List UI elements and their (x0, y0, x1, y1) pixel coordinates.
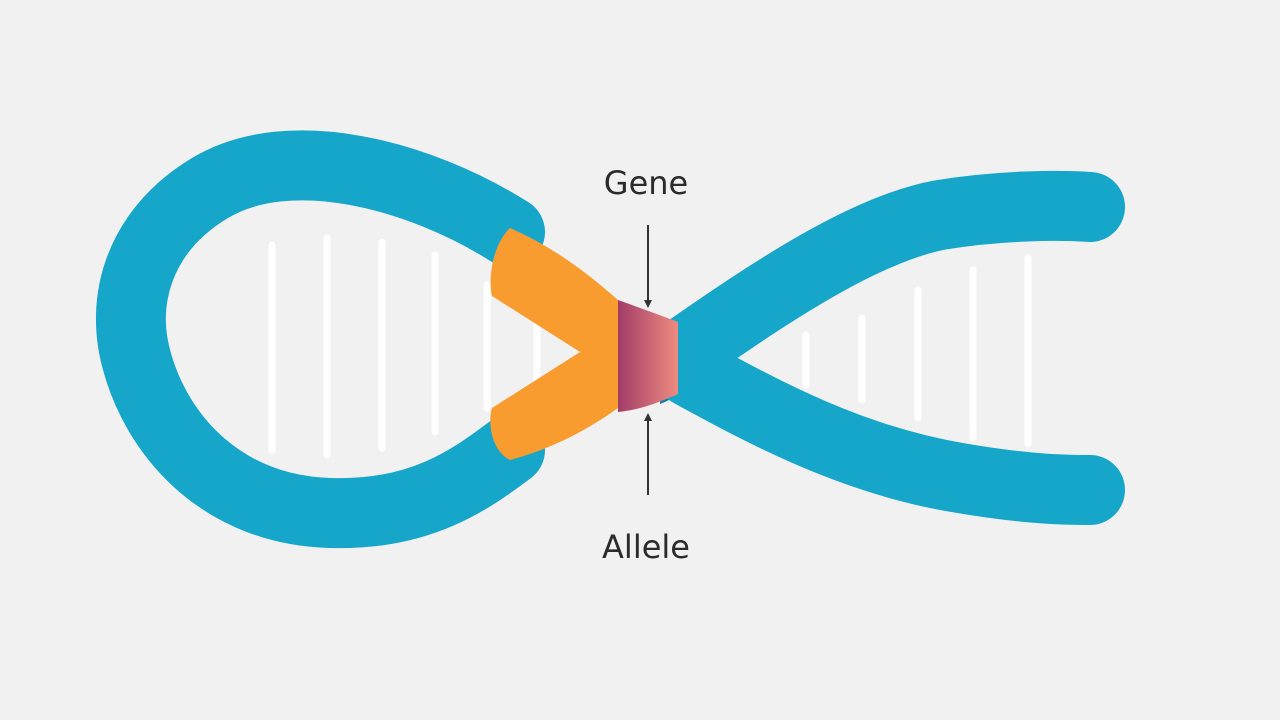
allele-label: Allele (602, 528, 690, 566)
right-rungs (802, 254, 1032, 448)
left-loop-strand (96, 130, 545, 549)
left-rungs (268, 234, 541, 459)
gene-segment (490, 228, 618, 460)
allele-pointer-arrow (644, 413, 652, 421)
right-upper-arm (655, 170, 1125, 383)
right-lower-arm (655, 337, 1125, 525)
gene-label: Gene (604, 164, 688, 202)
gene-pointer-arrow (644, 300, 652, 308)
allele-segment (618, 300, 678, 412)
